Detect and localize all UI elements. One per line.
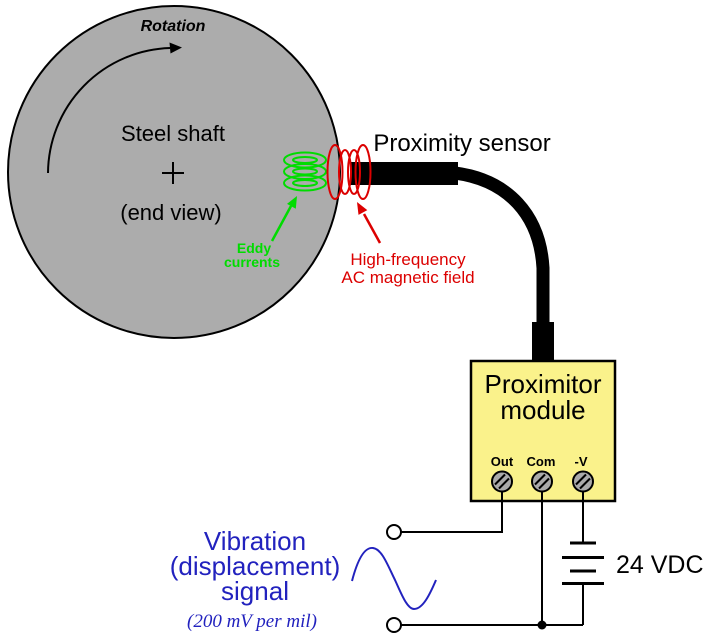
vibration-sensitivity-note: (200 mV per mil) [187, 611, 317, 632]
shaft-center-mark [162, 162, 184, 184]
signal-terminal-top [386, 524, 402, 540]
eddy-label-line2: currents [224, 254, 280, 270]
end-view-label: (end view) [120, 200, 221, 225]
sensor-cable [454, 166, 550, 330]
rotation-arrow-arc [47, 47, 171, 174]
steel-shaft-label: Steel shaft [121, 121, 225, 146]
eddy-label-line1: Eddy [237, 240, 271, 256]
module-title-line1: Proximitor [484, 369, 601, 399]
terminal-screw-out [491, 470, 513, 493]
magnetic-field-coil [326, 144, 372, 200]
vibration-label-line2: (displacement) [170, 551, 341, 581]
terminal-label-out: Out [491, 454, 514, 469]
sine-wave-icon [351, 546, 437, 611]
proximity-sensor-label: Proximity sensor [373, 130, 550, 157]
vibration-label-line1: Vibration [204, 526, 306, 556]
rotation-arrowhead-icon [169, 42, 182, 54]
vibration-label-line3: signal [221, 576, 289, 606]
wire-junction-dot [537, 620, 547, 630]
eddy-currents-arrow [270, 196, 297, 242]
module-title-line2: module [500, 395, 585, 425]
sensor-probe-body [350, 162, 458, 185]
cable-connector [532, 322, 554, 360]
field-label-line2: AC magnetic field [341, 268, 474, 287]
field-arrowhead-icon [357, 202, 368, 215]
battery-symbol [562, 541, 604, 585]
eddy-currents-coil [283, 151, 327, 192]
battery-voltage-label: 24 VDC [616, 551, 704, 579]
field-label-line1: High-frequency [350, 250, 466, 269]
terminal-screw-neg-v [572, 470, 594, 493]
terminal-label-neg-v: -V [575, 454, 588, 469]
rotation-label: Rotation [141, 18, 206, 35]
signal-terminal-bottom [386, 617, 402, 633]
out-signal-wire [401, 490, 503, 533]
terminal-label-com: Com [527, 454, 556, 469]
eddy-arrowhead-icon [287, 196, 297, 209]
magnetic-field-arrow [357, 202, 382, 244]
terminal-screw-com [531, 470, 553, 493]
